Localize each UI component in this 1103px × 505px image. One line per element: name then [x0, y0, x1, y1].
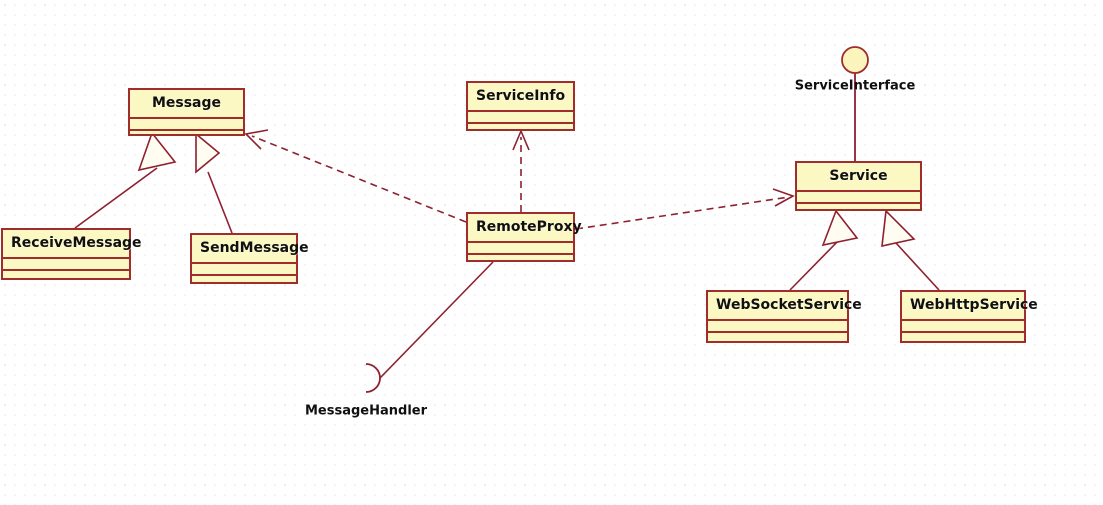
class-name-serviceinfo: ServiceInfo — [468, 83, 573, 112]
class-name-websocketservice: WebSocketService — [708, 292, 862, 321]
class-attributes-compartment — [130, 119, 243, 131]
class-operations-compartment — [468, 124, 573, 134]
class-box-websocketservice[interactable]: WebSocketService — [706, 290, 862, 343]
class-box-webhttpservice[interactable]: WebHttpService — [900, 290, 1038, 343]
interface-serviceinterface-lollipop[interactable] — [841, 46, 869, 161]
edge-remoteproxy-to-serviceinfo — [512, 128, 530, 212]
interface-label-messagehandler: MessageHandler — [304, 403, 428, 419]
interface-label-serviceinterface: ServiceInterface — [794, 78, 916, 94]
class-box-serviceinfo[interactable]: ServiceInfo — [466, 81, 575, 131]
class-operations-compartment — [192, 276, 296, 286]
class-attributes-compartment — [468, 243, 573, 255]
class-attributes-compartment — [708, 321, 847, 333]
class-name-remoteproxy: RemoteProxy — [468, 214, 582, 243]
edge-sendmessage-to-message — [195, 132, 233, 234]
edge-remoteproxy-to-service — [575, 188, 795, 230]
class-box-remoteproxy[interactable]: RemoteProxy — [466, 212, 582, 265]
class-name-service: Service — [797, 163, 920, 192]
class-operations-compartment — [902, 333, 1024, 343]
class-attributes-compartment — [468, 112, 573, 124]
edge-websocketservice-to-service — [789, 209, 859, 291]
class-attributes-compartment — [192, 264, 296, 276]
interface-messagehandler-socket[interactable] — [365, 261, 494, 393]
class-operations-compartment — [708, 333, 847, 343]
class-attributes-compartment — [797, 192, 920, 204]
class-operations-compartment — [3, 271, 129, 281]
class-box-receivemessage[interactable]: ReceiveMessage — [1, 228, 142, 281]
class-name-message: Message — [130, 90, 243, 119]
class-name-webhttpservice: WebHttpService — [902, 292, 1038, 321]
edge-remoteproxy-to-message — [244, 129, 467, 223]
class-name-sendmessage: SendMessage — [192, 235, 309, 264]
edge-webhttpservice-to-service — [881, 209, 940, 291]
edge-receivemessage-to-message — [74, 131, 177, 229]
class-operations-compartment — [797, 204, 920, 214]
class-attributes-compartment — [902, 321, 1024, 333]
class-box-service[interactable]: Service — [795, 161, 922, 211]
class-operations-compartment — [468, 255, 573, 265]
class-operations-compartment — [130, 131, 243, 141]
class-name-receivemessage: ReceiveMessage — [3, 230, 142, 259]
class-box-message[interactable]: Message — [128, 88, 245, 136]
class-attributes-compartment — [3, 259, 129, 271]
class-box-sendmessage[interactable]: SendMessage — [190, 233, 309, 286]
